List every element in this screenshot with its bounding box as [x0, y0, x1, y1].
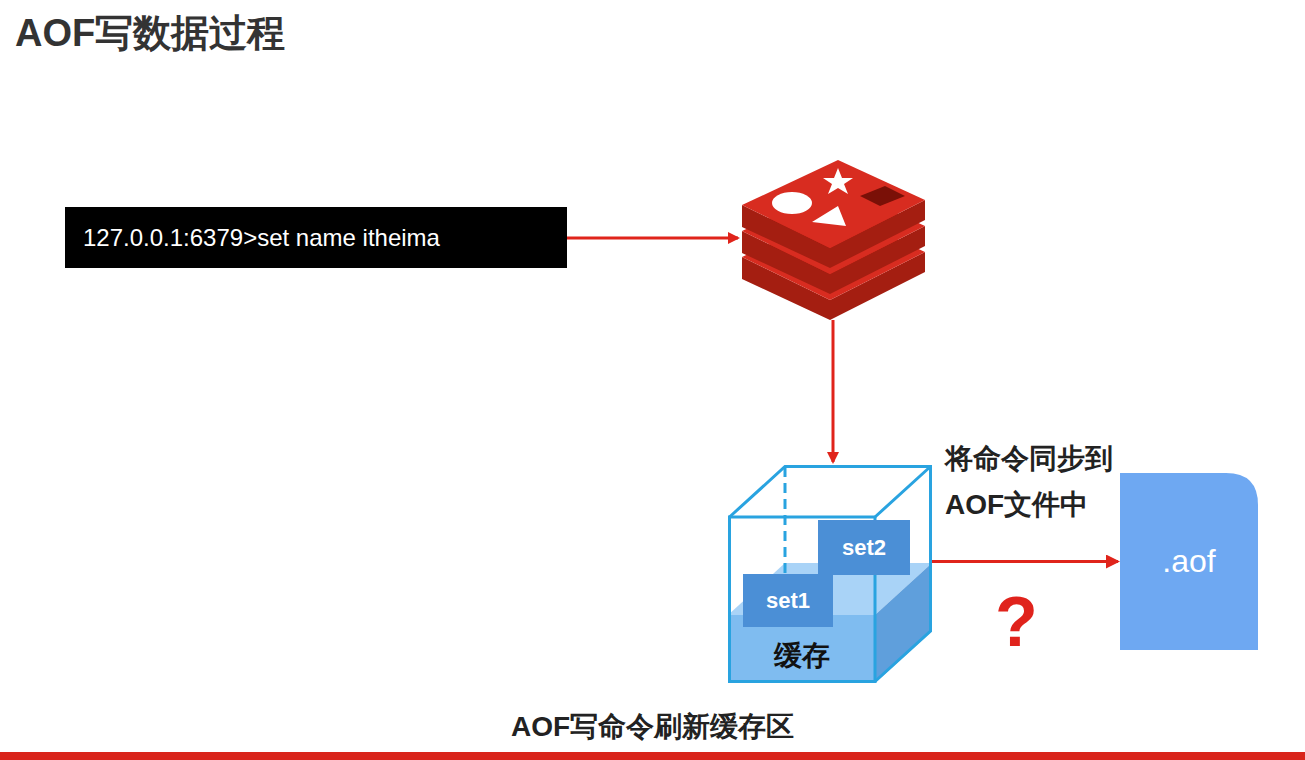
node-text: 127.0.0.1:6379>set name itheima	[83, 224, 440, 252]
node-text: set2	[842, 535, 886, 561]
connector-arrow	[932, 560, 1118, 563]
redis-logo	[742, 160, 925, 320]
title: AOF写数据过程	[15, 8, 285, 59]
arrow	[832, 320, 835, 462]
arrow	[567, 237, 738, 240]
bottom-bar	[0, 752, 1305, 760]
command-block: set2	[818, 520, 910, 575]
edge-label: 将命令同步到 AOF文件中	[945, 436, 1145, 528]
node-text: .aof	[1162, 543, 1215, 580]
question-mark: ?	[995, 582, 1038, 662]
command-box: 127.0.0.1:6379>set name itheima	[65, 207, 567, 268]
command-block: set1	[743, 574, 833, 627]
aof-file: .aof	[1120, 473, 1258, 650]
node-text: 缓存	[728, 637, 875, 675]
cache-cube: 缓存 set1 set2	[728, 465, 932, 683]
node-text: set1	[766, 588, 810, 614]
caption: AOF写命令刷新缓存区	[0, 708, 1305, 746]
